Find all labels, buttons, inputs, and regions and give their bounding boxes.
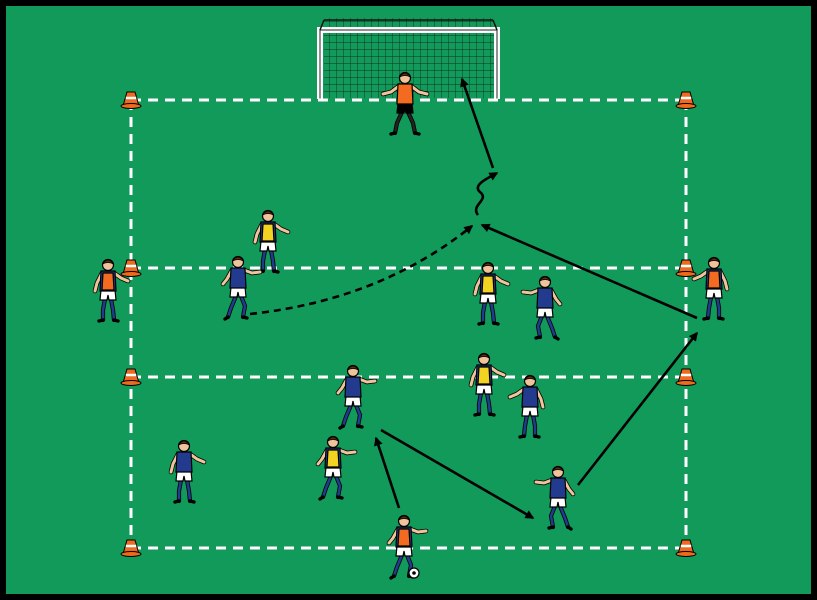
goalkeeper [380, 71, 430, 136]
mid-left-blue-attacker [335, 364, 378, 430]
pass-1-arrow [374, 436, 401, 509]
ball [408, 567, 420, 579]
cone [675, 91, 697, 109]
top-mid-yellow-defender [472, 261, 511, 326]
cone [675, 259, 697, 277]
bottom-mid-yellow-defender [315, 435, 358, 501]
cones [120, 91, 697, 557]
left-outside-neutral [92, 258, 131, 323]
shot-1-arrow [460, 77, 495, 169]
pass-2-arrow [380, 428, 535, 520]
mid-right-yellow-defender [468, 352, 507, 417]
top-right-blue-attacker [520, 275, 563, 341]
run-1-arrow [249, 224, 474, 316]
cone [675, 368, 697, 386]
right-outside-neutral [691, 256, 730, 321]
cone [120, 91, 142, 109]
mid-right-blue-attacker [507, 374, 546, 439]
pass-3-arrow [576, 331, 699, 486]
bottom-left-blue-attacker [168, 439, 207, 504]
top-left-blue-attacker [220, 255, 263, 321]
cone [120, 368, 142, 386]
dribble-1-arrow [474, 171, 499, 216]
cone [120, 259, 142, 277]
cone [675, 539, 697, 557]
movements [249, 77, 699, 520]
pass-4-arrow [480, 223, 698, 320]
bottom-right-blue-attacker [533, 465, 576, 531]
cone [120, 539, 142, 557]
